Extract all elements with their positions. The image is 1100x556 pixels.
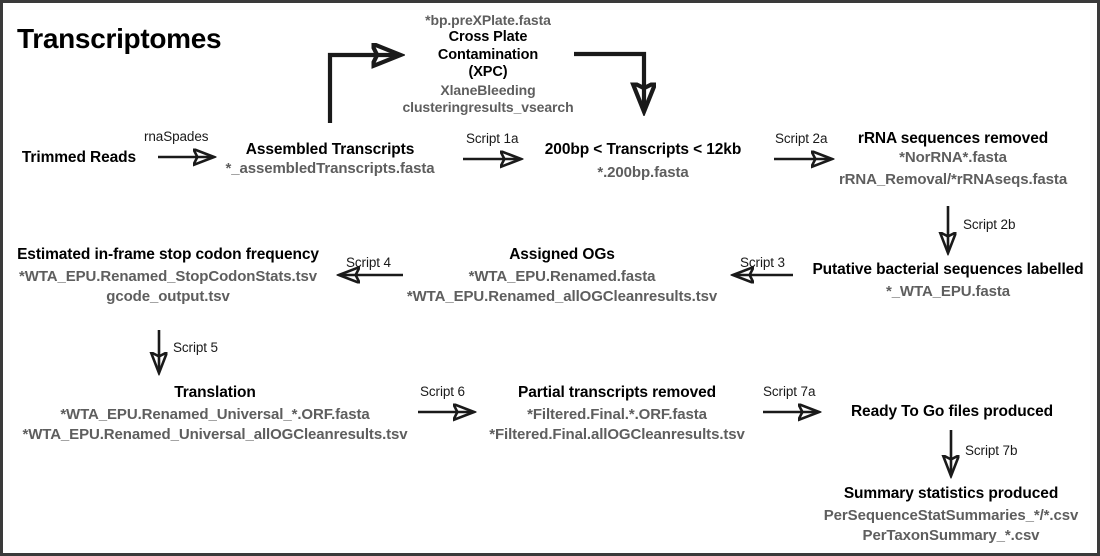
node-file: PerTaxonSummary_*.csv xyxy=(862,527,1040,545)
node-header: 200bp < Transcripts < 12kb xyxy=(544,141,742,158)
node-translation: Translation *WTA_EPU.Renamed_Universal_*… xyxy=(3,384,427,445)
node-header: Translation xyxy=(174,384,256,401)
node-file: *WTA_EPU.Renamed.fasta xyxy=(468,267,656,285)
arrow-label-script-4: Script 4 xyxy=(346,255,391,270)
node-header-line-3: (XPC) xyxy=(468,64,508,81)
node-file: *WTA_EPU.Renamed_Universal_allOGCleanres… xyxy=(22,426,408,444)
node-ready-to-go: Ready To Go files produced xyxy=(821,403,1083,422)
node-file: XlaneBleeding xyxy=(440,82,536,99)
node-file: clusteringresults_vsearch xyxy=(402,99,574,116)
node-header: Assembled Transcripts xyxy=(245,141,415,158)
node-partial-removed: Partial transcripts removed *Filtered.Fi… xyxy=(469,384,765,445)
node-file: PerSequenceStatSummaries_*/*.csv xyxy=(823,506,1079,524)
node-assigned-ogs: Assigned OGs *WTA_EPU.Renamed.fasta *WTA… xyxy=(399,246,725,307)
page-title: Transcriptomes xyxy=(17,23,222,54)
node-header: Assigned OGs xyxy=(509,246,615,263)
node-summary-statistics: Summary statistics produced PerSequenceS… xyxy=(803,485,1097,546)
arrow-label-script-2a: Script 2a xyxy=(775,131,828,146)
node-header-line-1: Cross Plate xyxy=(448,29,528,46)
node-file: *_WTA_EPU.fasta xyxy=(885,282,1011,300)
node-cross-plate-contamination: *bp.preXPlate.fasta Cross Plate Contamin… xyxy=(381,12,595,116)
arrow-label-rnaspades: rnaSpades xyxy=(144,129,209,144)
node-file: *bp.preXPlate.fasta xyxy=(425,12,551,28)
node-header: Trimmed Reads xyxy=(21,149,137,166)
node-file: rRNA_Removal/*rRNAseqs.fasta xyxy=(838,171,1068,189)
arrow-label-script-2b: Script 2b xyxy=(963,217,1016,232)
node-file: *.200bp.fasta xyxy=(597,163,689,181)
node-file: *Filtered.Final.*.ORF.fasta xyxy=(527,405,707,423)
arrow-label-script-7a: Script 7a xyxy=(763,384,816,399)
arrow-label-script-7b: Script 7b xyxy=(965,443,1018,458)
node-size-filtered: 200bp < Transcripts < 12kb *.200bp.fasta xyxy=(521,141,765,182)
node-header-line-2: Contamination xyxy=(437,46,539,63)
node-header: Estimated in-frame stop codon frequency xyxy=(17,246,319,263)
node-file: *WTA_EPU.Renamed_Universal_*.ORF.fasta xyxy=(60,405,370,423)
node-file: gcode_output.tsv xyxy=(106,288,230,306)
node-header: Putative bacterial sequences labelled xyxy=(812,261,1084,278)
node-stop-codon-frequency: Estimated in-frame stop codon frequency … xyxy=(3,246,333,307)
node-rrna-removed: rRNA sequences removed *NorRNA*.fasta rR… xyxy=(825,130,1081,190)
node-header: Partial transcripts removed xyxy=(517,384,717,401)
node-trimmed-reads: Trimmed Reads xyxy=(3,149,155,168)
node-header: rRNA sequences removed xyxy=(857,130,1049,147)
arrow-label-script-5: Script 5 xyxy=(173,340,218,355)
node-assembled-transcripts: Assembled Transcripts *_assembledTranscr… xyxy=(193,141,467,178)
node-file: *WTA_EPU.Renamed_allOGCleanresults.tsv xyxy=(406,288,718,306)
arrow-label-script-1a: Script 1a xyxy=(466,131,519,146)
node-header: Ready To Go files produced xyxy=(850,403,1054,420)
node-bacterial-labelled: Putative bacterial sequences labelled *_… xyxy=(803,261,1093,301)
node-header: Summary statistics produced xyxy=(843,485,1059,502)
arrow-label-script-3: Script 3 xyxy=(740,255,785,270)
arrow-label-script-6: Script 6 xyxy=(420,384,465,399)
node-file: *WTA_EPU.Renamed_StopCodonStats.tsv xyxy=(19,267,317,285)
node-file: *_assembledTranscripts.fasta xyxy=(225,159,435,177)
node-file: *NorRNA*.fasta xyxy=(899,148,1007,166)
node-file: *Filtered.Final.allOGCleanresults.tsv xyxy=(489,426,745,444)
